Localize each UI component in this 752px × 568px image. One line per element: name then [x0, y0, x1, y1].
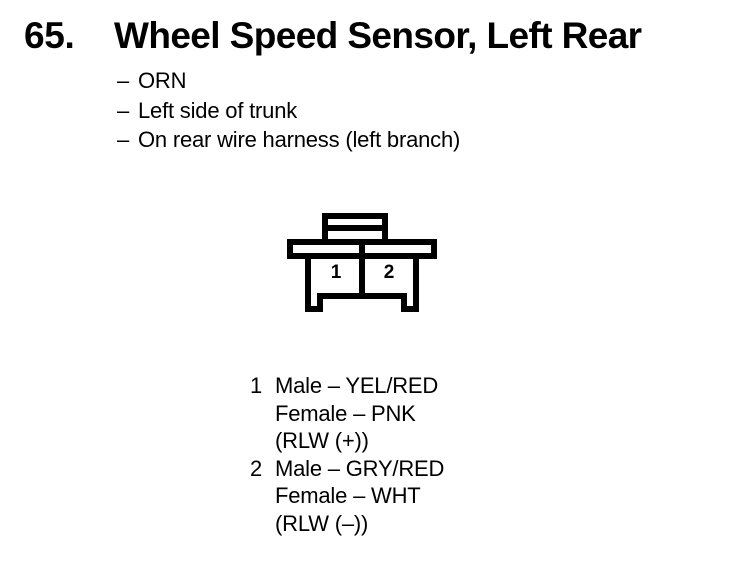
attribute-item-1: –Left side of trunk — [117, 96, 677, 126]
pin-entry-2: 2 Male – GRY/RED Female – WHT (RLW (–)) — [236, 455, 556, 538]
pin-line-text: (RLW (–)) — [275, 510, 369, 536]
connector-outline-icon: 1 2 — [287, 213, 437, 312]
page-heading: 65. Wheel Speed Sensor, Left Rear — [0, 14, 752, 58]
pin-line: 2 Male – GRY/RED — [236, 455, 556, 483]
heading-number: 65. — [24, 15, 75, 56]
pin-line-text: Male – YEL/RED — [275, 373, 439, 398]
dash-bullet-icon: – — [117, 97, 130, 123]
attribute-item-2: –On rear wire harness (left branch) — [117, 125, 677, 155]
pin-line-text: Female – PNK — [275, 400, 416, 426]
pin-line: (RLW (–)) — [236, 510, 556, 538]
page-title: Wheel Speed Sensor, Left Rear — [114, 15, 642, 56]
pin-number: 2 — [249, 455, 262, 481]
attribute-item-label: Left side of trunk — [138, 97, 298, 123]
pin-entry-1: 1 Male – YEL/RED Female – PNK (RLW (+)) — [236, 372, 556, 455]
pin-line-text: Female – WHT — [275, 483, 421, 509]
attribute-list: –ORN –Left side of trunk –On rear wire h… — [117, 66, 677, 155]
pin-number: 1 — [249, 373, 262, 398]
attribute-item-label: On rear wire harness (left branch) — [138, 127, 461, 152]
pin-line: Female – WHT — [236, 482, 556, 510]
pin-legend: 1 Male – YEL/RED Female – PNK (RLW (+)) … — [236, 372, 556, 538]
pin-line-text: (RLW (+)) — [275, 428, 369, 454]
dash-bullet-icon: – — [117, 68, 130, 93]
attribute-item-label: ORN — [138, 68, 187, 93]
cavity-label-1: 1 — [331, 262, 342, 283]
connector-diagram: 1 2 — [286, 212, 438, 316]
pin-line: 1 Male – YEL/RED — [236, 372, 556, 400]
dash-bullet-icon: – — [117, 127, 130, 152]
pin-line: Female – PNK — [236, 400, 556, 428]
pin-line-text: Male – GRY/RED — [275, 455, 445, 481]
cavity-label-2: 2 — [384, 262, 395, 283]
pin-line: (RLW (+)) — [236, 427, 556, 455]
attribute-item-0: –ORN — [117, 66, 677, 96]
